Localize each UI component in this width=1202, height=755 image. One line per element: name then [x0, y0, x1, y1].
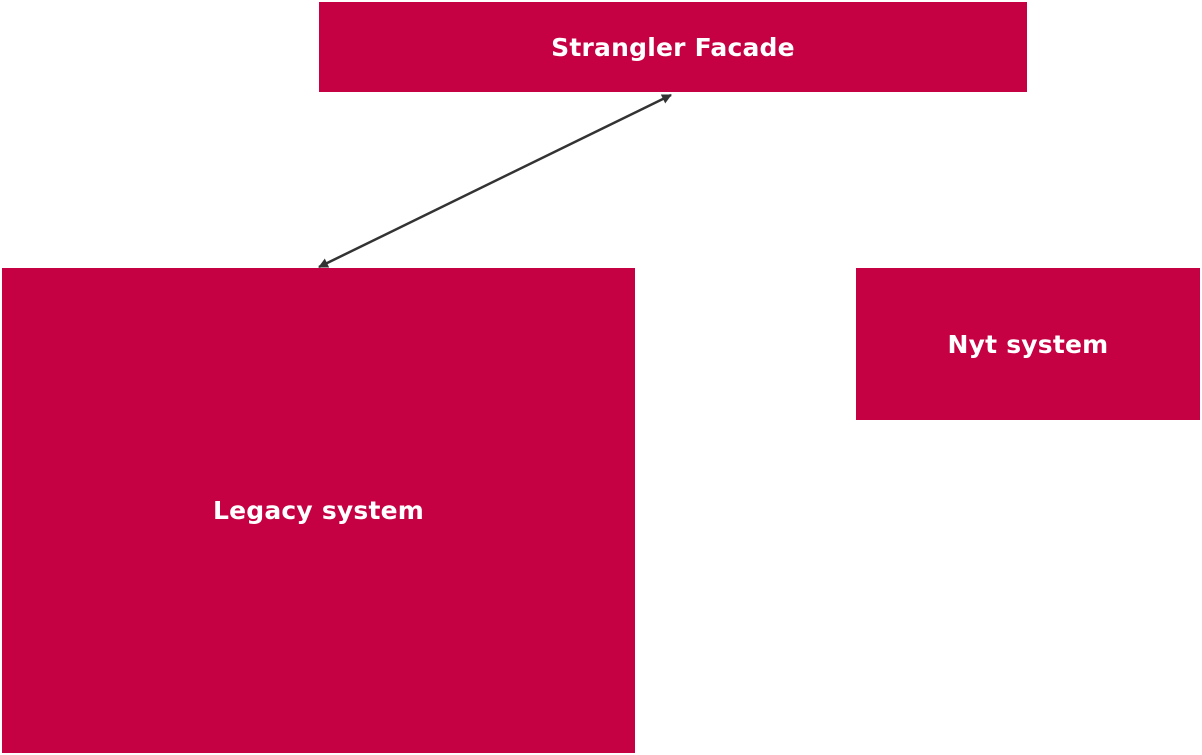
legacy-system-node: Legacy system [2, 268, 635, 753]
new-system-node: Nyt system [856, 268, 1200, 420]
legacy-system-label: Legacy system [212, 496, 425, 525]
strangler-facade-label: Strangler Facade [551, 32, 795, 62]
strangler-facade-node: Strangler Facade [319, 2, 1027, 92]
facade-legacy-bidirectional-arrow [318, 93, 672, 269]
new-system-label: Nyt system [947, 329, 1109, 359]
